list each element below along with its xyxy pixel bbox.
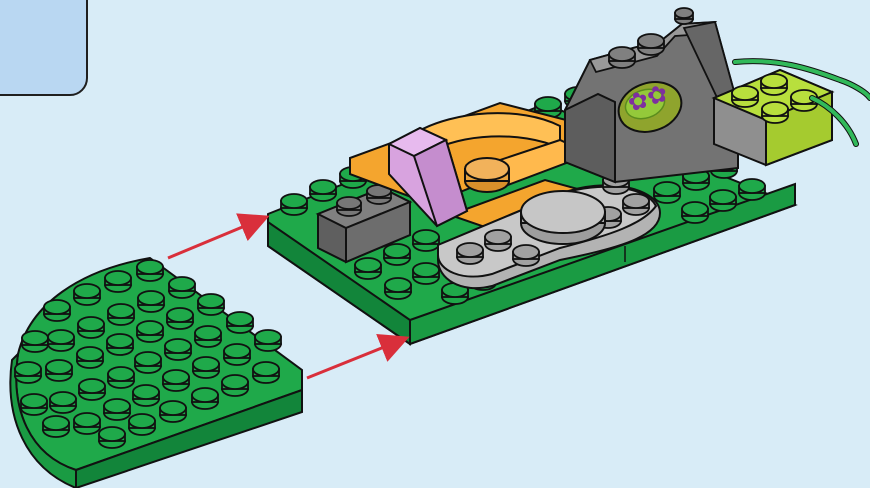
tan-round-tile	[465, 158, 509, 192]
gray-rock-tower: ✿✿	[565, 8, 738, 182]
